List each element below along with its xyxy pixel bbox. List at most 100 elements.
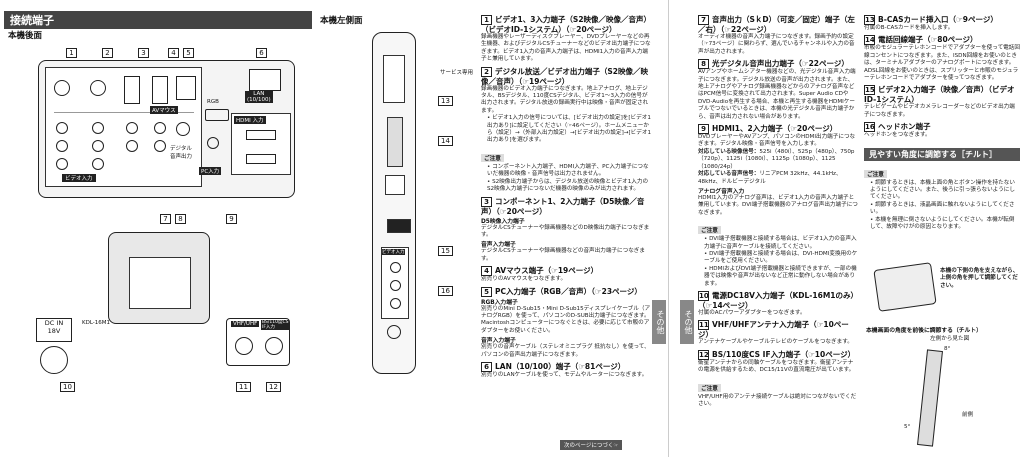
dc-jack-icon xyxy=(40,346,68,374)
section-8-body: AVアンプやホームシアター機器などの、光デジタル音声入力端子につなぎます。デジタ… xyxy=(698,69,856,120)
section-9-sub3: アナログ音声入力 xyxy=(698,188,745,195)
continue-footer: 次のページにつづく☞ xyxy=(560,440,623,450)
callout-2: 2 xyxy=(102,48,113,58)
tv-side-view xyxy=(917,349,943,447)
section-7-body: オーディオ機器の音声入力端子につなぎます。録画予約の設定（☞73ページ）に関わら… xyxy=(698,34,855,55)
callout-4: 4 xyxy=(168,48,179,58)
section-9-audio: 対応している音声信号：リニアPCM 32kHz、44.1kHz、48kHz、ドル… xyxy=(698,171,842,185)
section-9-body3: HDMI1入力のアナログ音声は、ビデオ1入力の音声入力端子と兼用しています。DV… xyxy=(698,194,858,216)
left-side-title: 本機左側面 xyxy=(320,16,363,26)
section-9-note-3: • HDMIおよびDVI端子搭載機器と接続できますが、一部の機器では映像や音声が… xyxy=(704,265,857,287)
rgb-port-icon xyxy=(205,109,229,121)
section-3-body2: デジタルCSチューナーや録画機器などの音声出力端子につなぎます。 xyxy=(481,248,645,262)
section-2-bullet: • ビデオ1入力の信号については、[ビデオ出力の設定]を[ビデオ1出力あり]に設… xyxy=(487,115,652,144)
section-11-body: アンテナケーブルやケーブルテレビのケーブルをつなぎます。 xyxy=(698,339,853,346)
section-10-body: 付属のACパワーアダプターをつなぎます。 xyxy=(698,309,806,316)
callout-14: 14 xyxy=(438,136,453,146)
optical-port-icon xyxy=(176,122,190,136)
tilt-header: 見やすい角度に調節する［チルト］ xyxy=(864,147,1020,161)
section-3-body1: デジタルCSチューナーや録画機器などのD映像出力端子につなぎます。 xyxy=(481,224,650,238)
s-video-port-icon xyxy=(90,80,106,96)
section-14-body: 市販のモジュラーテレホンコードでアダプターを使って電話回線コンセントにつなぎます… xyxy=(864,45,1020,82)
bs-cs-port-icon xyxy=(265,337,283,355)
callout-15: 15 xyxy=(438,246,453,256)
tilt-degree-back: 8° xyxy=(944,346,951,352)
tilt-side-view-label: 左側から見た図 xyxy=(930,336,970,342)
antenna-panel: VHF/UHF BS/110度CS IF入力 xyxy=(226,318,290,366)
rca-port-icon xyxy=(154,140,166,152)
section-5-sub2: 音声入力端子 xyxy=(481,338,516,345)
d5-port-icon xyxy=(152,76,168,104)
rca-port-icon xyxy=(390,298,401,309)
rear-panel-diagram: AVマウス デジタル 音声出力 ビデオ入力 RGB PC入力 HDMI 入力 L… xyxy=(38,60,295,198)
lan-port-icon xyxy=(249,69,281,91)
pc-in-label: PC入力 xyxy=(199,167,222,175)
rca-port-icon xyxy=(92,158,104,170)
section-13-body: 付属のB-CASカードを挿入します。 xyxy=(864,25,954,31)
dc-in-label: DC IN 18V xyxy=(36,318,72,342)
arrow-icon xyxy=(387,219,411,233)
section-15-body: テレビゲームやビデオカメラレコーダーなどのビデオ出力端子につなぎます。 xyxy=(864,104,1015,118)
hdmi-port-icon xyxy=(246,130,276,140)
av-mouse-label: AVマウス xyxy=(150,106,178,114)
rca-port-icon xyxy=(126,140,138,152)
left-side-diagram: ビデオ入力 xyxy=(372,32,416,374)
rca-port-icon xyxy=(154,122,166,134)
rca-port-icon xyxy=(390,280,401,291)
rgb-label: RGB xyxy=(207,99,219,105)
section-12-note: ご注意 xyxy=(698,383,721,392)
rca-port-icon xyxy=(56,158,68,170)
rear-title: 本機後面 xyxy=(8,31,43,41)
section-2-note-2: • S2映像出力端子からは、デジタル放送の映像とビデオ1入力のS2映像入力端子に… xyxy=(487,178,649,193)
section-9-note-2: • DVI端子搭載機器と接続する場合は、DVI-HDMI変換用のケーブルをご使用… xyxy=(704,250,858,265)
section-4-body: 別売りのAVマウスをつなぎます。 xyxy=(481,276,567,283)
section-header: 接続端子 xyxy=(4,11,312,29)
video-in-label: ビデオ入力 xyxy=(62,174,96,182)
divider xyxy=(54,112,194,113)
section-16-body: ヘッドホンをつなぎます。 xyxy=(864,132,931,139)
callout-11: 11 xyxy=(236,382,251,392)
section-2-note-1: • コンポーネント入力端子、HDMI入力端子、PC入力端子につないだ機器の映像・… xyxy=(487,163,649,178)
callout-13: 13 xyxy=(438,96,453,106)
tilt-note-3: • 本機を無理に倒さないようにしてください。本機が転倒して、故障やけがの原因とな… xyxy=(870,216,1015,231)
callout-1: 1 xyxy=(66,48,77,58)
tilt-note-1: • 調節するときは、本機上面の角とボタン操作を持たないようにしてください。また、… xyxy=(870,179,1015,201)
section-9-note-1: • DVI端子搭載機器と接続する場合は、ビデオ1入力の音声入力端子に音声ケーブル… xyxy=(704,236,857,250)
tilt-subtitle: 本機画面の角度を前後に調節する（チルト） xyxy=(866,328,982,334)
headphone-icon xyxy=(387,325,401,339)
callout-8: 8 xyxy=(175,214,186,224)
section-1-body: 録画機器やレーザーディスクプレーヤー、DVDプレーヤーなどの再生機器、およびデジ… xyxy=(481,34,651,63)
s-video-port-icon xyxy=(54,80,70,96)
section-9-video: 対応している映像信号：525i（480i）、525p（480p）、750p（72… xyxy=(698,148,855,170)
tilt-caption: 本機の下側の角を支えながら、上側の角を押して調節してください。 xyxy=(940,268,1019,289)
section-2-note: ご注意 xyxy=(481,153,504,162)
callout-12: 12 xyxy=(266,382,281,392)
rca-port-icon xyxy=(92,140,104,152)
phone-jack-icon xyxy=(385,175,405,195)
section-3-sub2: 音声入力端子 xyxy=(481,242,516,249)
vhf-uhf-label: VHF/UHF xyxy=(231,321,260,327)
pc-audio-port-icon xyxy=(207,137,219,149)
section-5-body2: 別売りの音声ケーブル（ステレオミニプラグ 抵抗なし）を使って、パソコンの音声出力… xyxy=(481,344,650,358)
rca-port-icon xyxy=(126,122,138,134)
stand-rear-diagram xyxy=(108,232,210,324)
callout-7: 7 xyxy=(160,214,171,224)
lan-label: LAN (10/100) xyxy=(245,91,273,103)
hdmi-port-icon xyxy=(246,154,276,164)
callout-5: 5 xyxy=(183,48,194,58)
callout-6: 6 xyxy=(256,48,267,58)
video2-block: ビデオ入力 xyxy=(381,247,409,319)
